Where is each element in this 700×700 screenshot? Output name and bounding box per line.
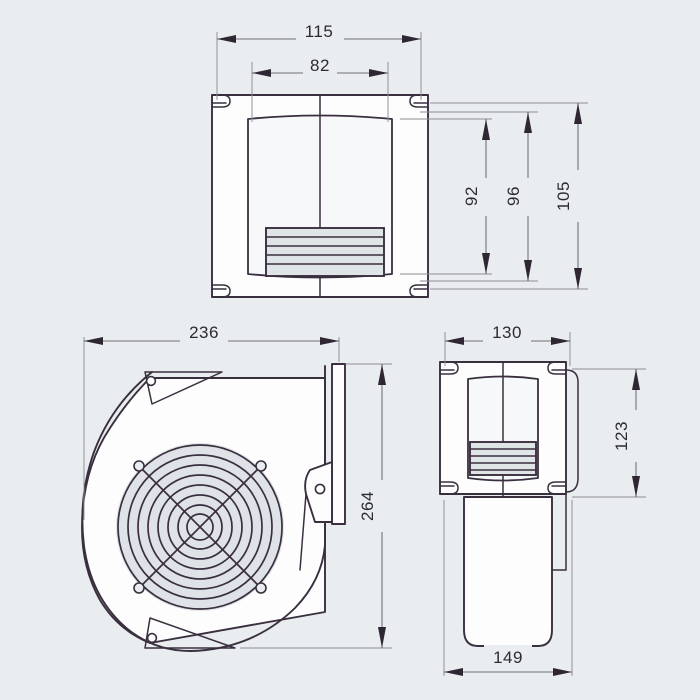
grille-ring-7 xyxy=(127,454,273,600)
outlet-duct-chamfer xyxy=(551,491,567,571)
mounting-foot-bottom-left xyxy=(144,617,236,649)
arrow-left xyxy=(252,69,271,77)
label-bg xyxy=(362,480,384,532)
foot-hole-bottom xyxy=(146,632,158,644)
dimension-264-label: 264 xyxy=(358,491,377,521)
front-tab-bottom-left xyxy=(439,481,459,495)
grille-ring-5 xyxy=(147,474,253,580)
front-view-right-wall xyxy=(565,369,579,493)
dimension-82: 82 xyxy=(251,54,389,122)
outlet-duct-body xyxy=(463,496,553,647)
dimension-96-label: 96 xyxy=(504,186,523,206)
fan-grille xyxy=(116,443,284,611)
top-view-louver-vent xyxy=(265,227,385,277)
view-top: 115 82 92 xyxy=(211,20,588,298)
dimension-264: 264 xyxy=(240,363,392,649)
grille-ring-6 xyxy=(137,464,263,590)
dimension-123: 123 xyxy=(572,368,646,498)
label-bg xyxy=(616,410,638,462)
label-bg xyxy=(303,54,337,76)
top-view-mounting-tabs xyxy=(211,94,429,298)
dimension-130-label: 130 xyxy=(492,323,522,342)
foot-hole-top xyxy=(145,375,157,387)
louver-body xyxy=(265,227,385,277)
dimension-105: 105 xyxy=(430,102,588,290)
front-view-louver-vent xyxy=(469,441,537,476)
dimension-96: 96 xyxy=(420,111,538,282)
dimension-92-label: 92 xyxy=(462,186,481,206)
mounting-tab-top-right xyxy=(409,94,429,108)
grille-ring-3 xyxy=(167,494,233,560)
label-bg xyxy=(558,170,580,222)
dimension-82-label: 82 xyxy=(310,56,330,75)
label-bg xyxy=(180,320,228,343)
grille-eye-top-left xyxy=(133,460,145,472)
front-tab-bottom-right xyxy=(547,481,567,495)
label-bg xyxy=(508,178,530,216)
mounting-foot-top-left xyxy=(144,371,223,405)
front-view-mounting-tabs xyxy=(439,361,567,495)
view-front: 130 123 149 xyxy=(439,320,646,676)
arrow-right xyxy=(551,337,570,345)
grille-eye-top-right xyxy=(255,460,267,472)
grille-ring-1 xyxy=(186,513,214,541)
dimension-149-label: 149 xyxy=(493,648,523,667)
arrow-right xyxy=(369,69,388,77)
dimension-130: 130 xyxy=(444,320,571,366)
label-bg xyxy=(466,178,488,216)
arrow-top xyxy=(482,119,490,140)
dimension-149: 149 xyxy=(443,500,573,676)
flange-mounting-bracket xyxy=(304,461,333,523)
outlet-flange-plate xyxy=(331,363,346,525)
label-bg xyxy=(484,645,532,668)
mounting-tab-top-left xyxy=(211,94,231,108)
dimension-92: 92 xyxy=(400,118,492,275)
dimension-123-label: 123 xyxy=(612,421,631,451)
label-bg xyxy=(296,20,344,42)
arrow-right xyxy=(553,668,572,676)
grille-spoke-ne-sw xyxy=(141,468,259,586)
foot-tab-bottom xyxy=(144,617,236,649)
front-tab-top-right xyxy=(547,361,567,375)
arrow-top xyxy=(574,103,582,124)
grille-eye-bottom-right xyxy=(255,582,267,594)
arrow-bottom xyxy=(378,627,386,648)
dimension-105-label: 105 xyxy=(554,181,573,211)
grille-ring-4 xyxy=(157,484,243,570)
arrow-right xyxy=(402,35,421,43)
scroll-volute-curve xyxy=(81,371,326,652)
arrow-top xyxy=(632,369,640,390)
flange-bracket-hole xyxy=(314,483,326,495)
arrow-top xyxy=(378,364,386,385)
label-bg xyxy=(483,320,531,343)
mounting-tab-bottom-left xyxy=(211,284,231,298)
arrow-top xyxy=(524,112,532,133)
front-tab-top-left xyxy=(439,361,459,375)
scroll-lower-skirt xyxy=(299,493,307,571)
view-side: 236 264 xyxy=(81,320,392,652)
arrow-right xyxy=(320,337,339,345)
grille-eye-bottom-left xyxy=(133,582,145,594)
arrow-bottom xyxy=(632,476,640,497)
arrow-left xyxy=(84,337,103,345)
arrow-bottom xyxy=(482,253,490,274)
dimension-115-label: 115 xyxy=(305,22,334,41)
arrow-left xyxy=(445,337,464,345)
outlet-flange xyxy=(331,363,346,525)
foot-tab-top xyxy=(144,371,223,405)
mounting-tab-bottom-right xyxy=(409,284,429,298)
arrow-left xyxy=(217,35,236,43)
dimension-115: 115 xyxy=(216,20,422,100)
arrow-bottom xyxy=(574,268,582,289)
arrow-left xyxy=(444,668,463,676)
grille-ring-8 xyxy=(117,444,283,610)
grille-ring-2 xyxy=(177,504,223,550)
dimension-236: 236 xyxy=(83,320,340,520)
dimension-236-label: 236 xyxy=(189,323,219,342)
arrow-bottom xyxy=(524,260,532,281)
